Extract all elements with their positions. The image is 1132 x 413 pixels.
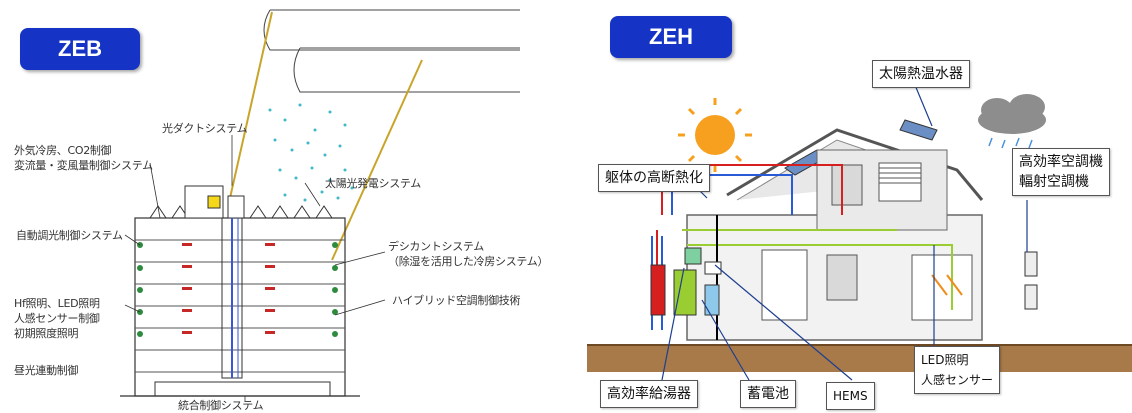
- zeh-label-hvac-line2: 輻射空調機: [1019, 174, 1089, 190]
- zeh-title-badge: ZEH: [610, 16, 732, 58]
- zeh-label-led: LED照明 人感センサー: [914, 346, 1001, 394]
- zeb-label-outdoor-cooling-line1: 外気冷房、CO2制御: [14, 144, 112, 157]
- zeh-label-water-heater: 高効率給湯器: [600, 380, 698, 408]
- zeh-label-solar-water: 太陽熱温水器: [872, 60, 970, 88]
- zeb-label-outdoor-cooling: 外気冷房、CO2制御 変流量・変風量制御システム: [14, 143, 153, 173]
- zeb-label-integrated: 統合制御システム: [178, 399, 264, 412]
- zeh-label-hems: HEMS: [826, 382, 875, 410]
- zeb-label-auto-blind: 自動調光制御システム: [16, 229, 123, 242]
- zeh-label-led-line1: LED照明: [921, 353, 969, 367]
- zeb-label-initial-illum: 初期照度照明: [14, 327, 79, 340]
- zeb-label-desiccant-line2: （除湿を活用した冷房システム）: [388, 255, 549, 268]
- zeh-label-battery: 蓄電池: [740, 380, 796, 408]
- zeb-label-hybrid-ac: ハイブリッド空調制御技術: [392, 294, 521, 307]
- zeh-label-insulation: 躯体の高断熱化: [598, 164, 710, 192]
- zeb-label-hf-led: Hf照明、LED照明: [14, 297, 100, 310]
- zeb-label-outdoor-cooling-line2: 変流量・変風量制御システム: [14, 159, 153, 172]
- zeb-label-desiccant-line1: デシカントシステム: [388, 240, 484, 253]
- zeh-label-hvac-line1: 高効率空調機: [1019, 154, 1103, 170]
- zeb-label-desiccant: デシカントシステム （除湿を活用した冷房システム）: [388, 239, 548, 269]
- zeb-building-diagram: [120, 9, 520, 402]
- zeb-label-lighting: Hf照明、LED照明 人感センサー制御 初期照度照明: [14, 296, 100, 341]
- zeb-label-light-duct: 光ダクトシステム: [162, 122, 248, 135]
- zeh-label-hvac: 高効率空調機 輻射空調機: [1012, 148, 1110, 196]
- zeh-label-led-line2: 人感センサー: [921, 373, 994, 387]
- zeb-label-motion-sensor: 人感センサー制御: [14, 312, 100, 325]
- zeb-title-badge: ZEB: [20, 28, 140, 70]
- zeb-label-daylight: 昼光連動制御: [14, 364, 79, 377]
- zeb-label-solar-power: 太陽光発電システム: [325, 177, 421, 190]
- zeh-house-diagram: [587, 84, 1132, 381]
